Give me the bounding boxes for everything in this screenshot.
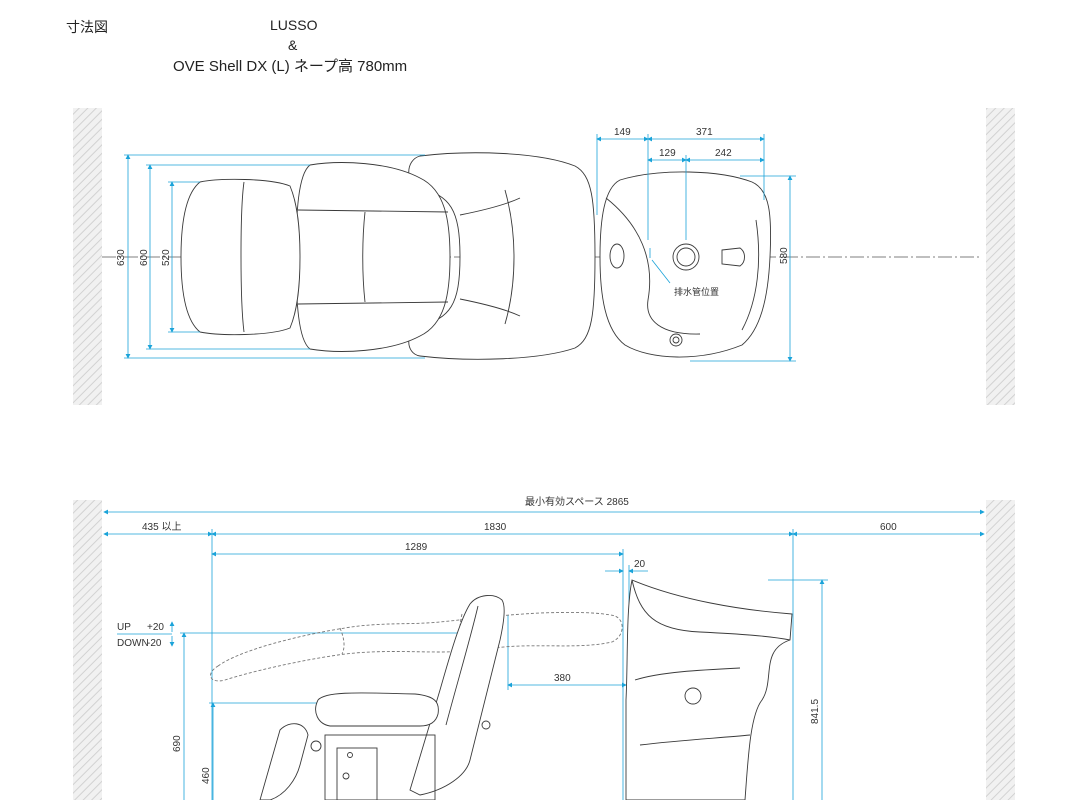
down-label: DOWN bbox=[117, 638, 149, 649]
wall-left bbox=[73, 108, 102, 405]
dim-380: 380 bbox=[554, 673, 571, 684]
dim-129: 129 bbox=[659, 148, 676, 159]
product-name-connector: & bbox=[288, 37, 298, 53]
up-value: +20 bbox=[147, 622, 164, 633]
down-value: -20 bbox=[147, 638, 162, 649]
wall-left-side bbox=[73, 500, 102, 800]
reclined-chair-outline bbox=[210, 611, 623, 682]
side-view: 最小有効スペース 2865 435 以上 1830 600 1289 20 38… bbox=[73, 495, 1015, 800]
dim-841-5: 841.5 bbox=[810, 699, 821, 724]
dim-520: 520 bbox=[161, 249, 172, 266]
dim-600: 600 bbox=[139, 249, 150, 266]
shampoo-bowl-top-view: 排水管位置 bbox=[599, 171, 772, 358]
drain-position-label: 排水管位置 bbox=[674, 286, 719, 297]
dim-460: 460 bbox=[201, 767, 212, 784]
dim-min-space: 最小有効スペース 2865 bbox=[525, 495, 629, 508]
dim-149: 149 bbox=[614, 127, 631, 138]
dim-580: 580 bbox=[779, 247, 790, 264]
dim-371: 371 bbox=[696, 127, 713, 138]
wall-right bbox=[986, 108, 1015, 405]
chair-top-view bbox=[180, 152, 596, 360]
plan-view: 排水管位置 630 600 520 580 bbox=[73, 108, 1015, 405]
plan-dimensions-horizontal: 149 371 129 242 bbox=[596, 127, 765, 240]
dim-690: 690 bbox=[172, 735, 183, 752]
shampoo-bowl-side-view bbox=[625, 579, 793, 800]
dim-242: 242 bbox=[715, 148, 732, 159]
drawing-label: 寸法図 bbox=[66, 19, 108, 35]
dim-1830: 1830 bbox=[484, 522, 507, 533]
dim-630: 630 bbox=[116, 249, 127, 266]
product-name-chair: LUSSO bbox=[270, 17, 318, 33]
dim-20: 20 bbox=[634, 559, 646, 570]
dim-1289: 1289 bbox=[405, 542, 428, 553]
dim-435: 435 以上 bbox=[142, 521, 181, 533]
product-name-shampoo-unit: OVE Shell DX (L) ネープ高 780mm bbox=[173, 58, 408, 75]
up-label: UP bbox=[117, 622, 131, 633]
chair-side-view bbox=[259, 595, 505, 800]
dim-600-side: 600 bbox=[880, 522, 897, 533]
plan-dimensions-vertical: 630 600 520 580 bbox=[116, 154, 796, 362]
wall-right-side bbox=[986, 500, 1015, 800]
